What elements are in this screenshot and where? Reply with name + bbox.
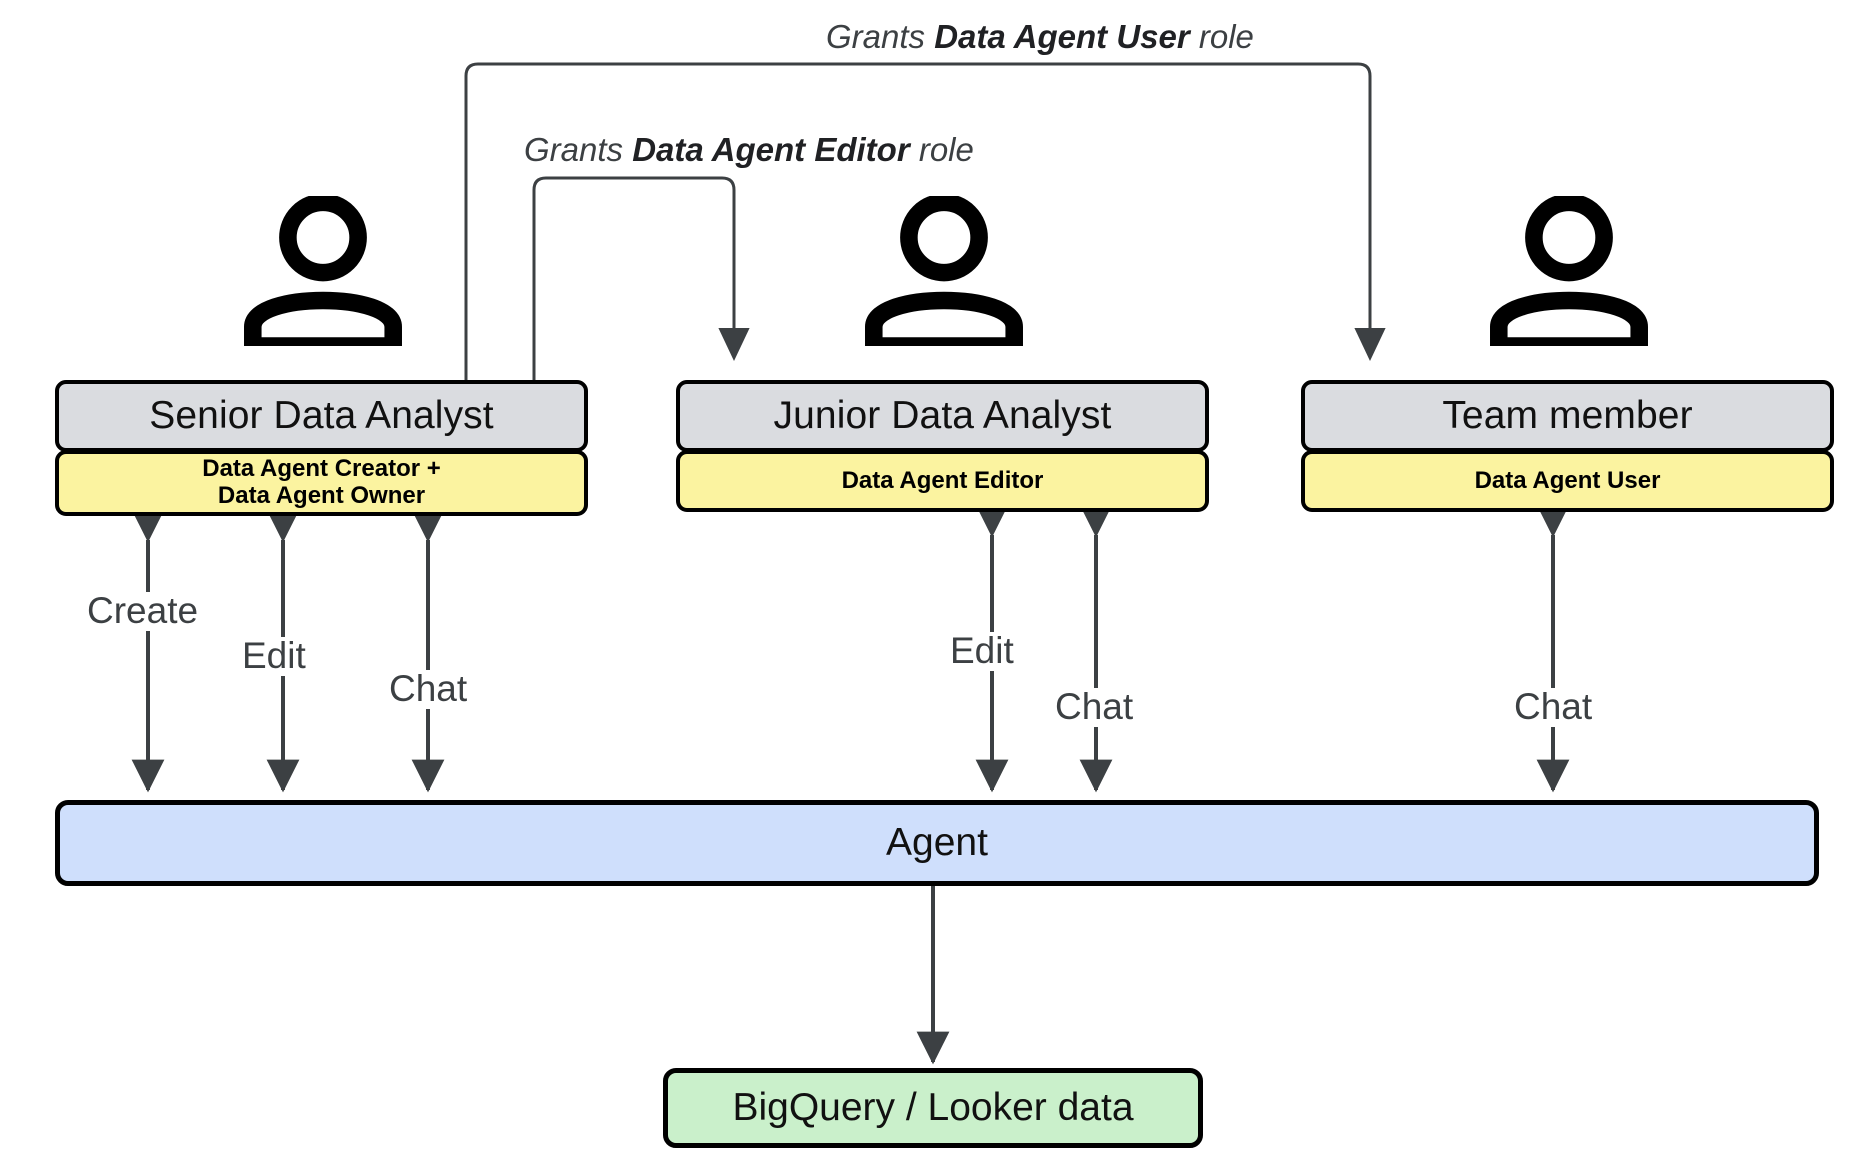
avatar-senior-data-analyst [243,196,403,346]
person-icon [865,196,1023,346]
persona-title-junior: Junior Data Analyst [676,380,1209,452]
grant-editor-prefix: Grants [524,131,633,168]
edge-label-senior-edit: Edit [239,636,309,676]
persona-title-senior: Senior Data Analyst [55,380,588,452]
persona-senior-data-analyst[interactable]: Senior Data Analyst Data Agent Creator +… [55,380,588,516]
role-badge-team-member: Data Agent User [1301,450,1834,512]
edge-label-junior-edit: Edit [947,631,1017,671]
role-badge-team-member-line1: Data Agent User [1474,466,1661,494]
grant-label-editor: Grants Data Agent Editor role [524,131,974,169]
edge-label-junior-chat: Chat [1052,687,1137,727]
persona-team-member[interactable]: Team member Data Agent User [1301,380,1834,512]
edge-label-team-chat: Chat [1511,687,1596,727]
role-badge-senior-line2: Data Agent Owner [217,482,426,509]
edge-label-senior-create: Create [84,591,202,631]
grant-label-user: Grants Data Agent User role [826,18,1254,56]
avatar-junior-data-analyst [864,196,1024,346]
role-badge-senior-line1: Data Agent Creator + [202,455,441,483]
grant-editor-role: Data Agent Editor [632,131,910,168]
connector-grants-editor [532,176,750,392]
role-badge-junior: Data Agent Editor [676,450,1209,512]
grant-user-prefix: Grants [826,18,935,55]
avatar-team-member [1489,196,1649,346]
grant-editor-suffix: role [909,131,974,168]
data-source-node[interactable]: BigQuery / Looker data [663,1068,1203,1148]
grant-user-role: Data Agent User [934,18,1190,55]
agent-node[interactable]: Agent [55,800,1819,886]
persona-junior-data-analyst[interactable]: Junior Data Analyst Data Agent Editor [676,380,1209,512]
edge-label-senior-chat: Chat [386,669,471,709]
role-badge-senior: Data Agent Creator + Data Agent Owner [55,450,588,516]
person-icon [1490,196,1648,346]
person-icon [244,196,402,346]
role-badge-junior-line1: Data Agent Editor [841,466,1044,494]
persona-title-team-member: Team member [1301,380,1834,452]
grant-user-suffix: role [1189,18,1254,55]
